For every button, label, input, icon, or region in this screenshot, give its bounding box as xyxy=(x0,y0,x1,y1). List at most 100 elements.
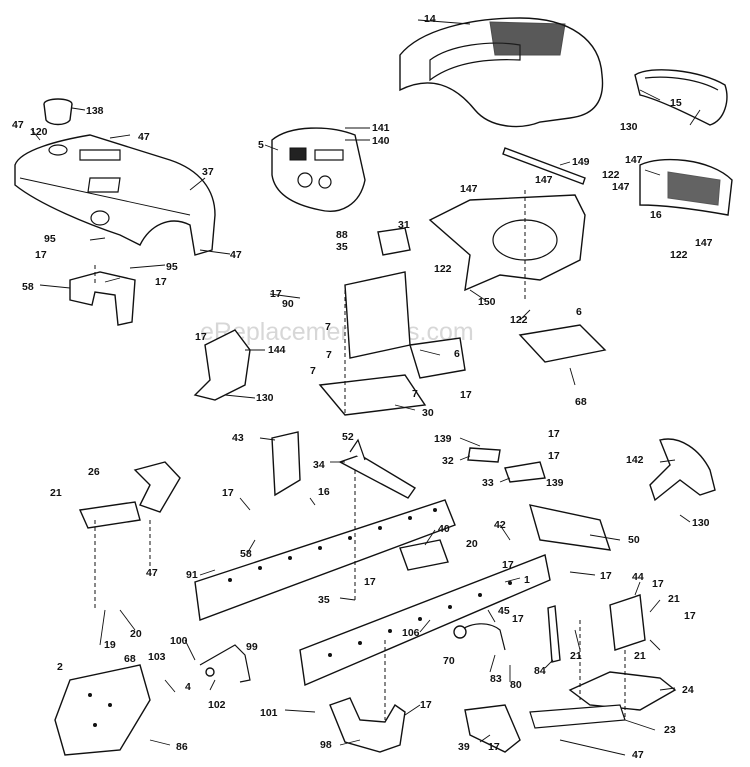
callout-23: 23 xyxy=(664,724,676,736)
callout-130: 130 xyxy=(620,121,638,133)
callout-17: 17 xyxy=(548,450,560,462)
callout-42: 42 xyxy=(494,519,506,531)
callout-21: 21 xyxy=(50,487,62,499)
part-1-frame-right xyxy=(299,554,551,687)
part-15-headlight xyxy=(634,69,728,126)
watermark-text: eReplacementParts.com xyxy=(200,318,474,346)
callout-70: 70 xyxy=(443,655,455,667)
part-31-bracket xyxy=(377,227,411,256)
callout-20: 20 xyxy=(466,538,478,550)
callout-1: 1 xyxy=(524,574,530,586)
callout-122: 122 xyxy=(602,169,620,181)
callout-7: 7 xyxy=(325,321,331,333)
part-142-bracket xyxy=(649,438,716,502)
callout-130: 130 xyxy=(692,517,710,529)
callout-68: 68 xyxy=(575,396,587,408)
part-39-bracket xyxy=(464,704,521,753)
callout-147: 147 xyxy=(625,154,643,166)
part-91-frame-left xyxy=(194,499,456,621)
callout-17: 17 xyxy=(488,741,500,753)
callout-47: 47 xyxy=(230,249,242,261)
callout-47: 47 xyxy=(12,119,24,131)
callout-14: 14 xyxy=(424,13,436,25)
callout-138: 138 xyxy=(86,105,104,117)
part-144-bracket xyxy=(193,329,251,401)
callout-86: 86 xyxy=(176,741,188,753)
part-40-bracket xyxy=(399,539,449,571)
part-34-bracket xyxy=(338,438,417,499)
callout-100: 100 xyxy=(170,635,188,647)
callout-17: 17 xyxy=(684,610,696,622)
leader-lines xyxy=(31,19,701,756)
callout-40: 40 xyxy=(438,523,450,535)
callout-80: 80 xyxy=(510,679,522,691)
callout-47: 47 xyxy=(632,749,644,761)
callout-147: 147 xyxy=(535,174,553,186)
callout-68: 68 xyxy=(124,653,136,665)
callout-7: 7 xyxy=(310,365,316,377)
callout-32: 32 xyxy=(442,455,454,467)
callout-17: 17 xyxy=(155,276,167,288)
callout-7: 7 xyxy=(326,349,332,361)
callout-19: 19 xyxy=(104,639,116,651)
callout-101: 101 xyxy=(260,707,278,719)
part-44-bracket xyxy=(609,594,646,651)
callout-35: 35 xyxy=(318,594,330,606)
part-150-shroud xyxy=(428,194,586,292)
callout-120: 120 xyxy=(30,126,48,138)
callout-21: 21 xyxy=(634,650,646,662)
part-24-plate xyxy=(529,671,677,729)
callout-21: 21 xyxy=(570,650,582,662)
callout-43: 43 xyxy=(232,432,244,444)
callout-26: 26 xyxy=(88,466,100,478)
callout-142: 142 xyxy=(626,454,644,466)
callout-17: 17 xyxy=(270,288,282,300)
callout-17: 17 xyxy=(420,699,432,711)
callout-103: 103 xyxy=(148,651,166,663)
part-32-33-bracket xyxy=(467,447,546,483)
callout-47: 47 xyxy=(146,567,158,579)
callout-21: 21 xyxy=(668,593,680,605)
part-50-plate xyxy=(529,504,612,551)
callout-141: 141 xyxy=(372,122,390,134)
callout-99: 99 xyxy=(246,641,258,653)
callout-20: 20 xyxy=(130,628,142,640)
assembly-lines xyxy=(94,190,626,720)
callout-17: 17 xyxy=(195,331,207,343)
callout-4: 4 xyxy=(185,681,191,693)
part-99-lever xyxy=(199,644,251,683)
callout-24: 24 xyxy=(682,684,694,696)
callout-47: 47 xyxy=(138,131,150,143)
callout-39: 39 xyxy=(458,741,470,753)
callout-34: 34 xyxy=(313,459,325,471)
part-98-bracket xyxy=(329,697,406,753)
callout-35: 35 xyxy=(336,241,348,253)
callout-45: 45 xyxy=(498,605,510,617)
callout-17: 17 xyxy=(652,578,664,590)
part-14-hood xyxy=(399,17,604,128)
callout-44: 44 xyxy=(632,571,644,583)
callout-33: 33 xyxy=(482,477,494,489)
callout-16: 16 xyxy=(650,209,662,221)
callout-106: 106 xyxy=(402,627,420,639)
callout-130: 130 xyxy=(256,392,274,404)
callout-7: 7 xyxy=(412,388,418,400)
callout-98: 98 xyxy=(320,739,332,751)
callout-17: 17 xyxy=(548,428,560,440)
callout-5: 5 xyxy=(258,139,264,151)
callout-2: 2 xyxy=(57,661,63,673)
part-149-strip xyxy=(502,147,586,185)
callout-150: 150 xyxy=(478,296,496,308)
callout-122: 122 xyxy=(670,249,688,261)
part-2-plate xyxy=(54,664,151,756)
callout-147: 147 xyxy=(460,183,478,195)
callout-147: 147 xyxy=(695,237,713,249)
callout-91: 91 xyxy=(186,569,198,581)
callout-17: 17 xyxy=(35,249,47,261)
callout-90: 90 xyxy=(282,298,294,310)
part-5-control-panel xyxy=(271,127,366,212)
callout-6: 6 xyxy=(576,306,582,318)
callout-37: 37 xyxy=(202,166,214,178)
part-16-grille xyxy=(639,158,733,216)
callout-17: 17 xyxy=(364,576,376,588)
